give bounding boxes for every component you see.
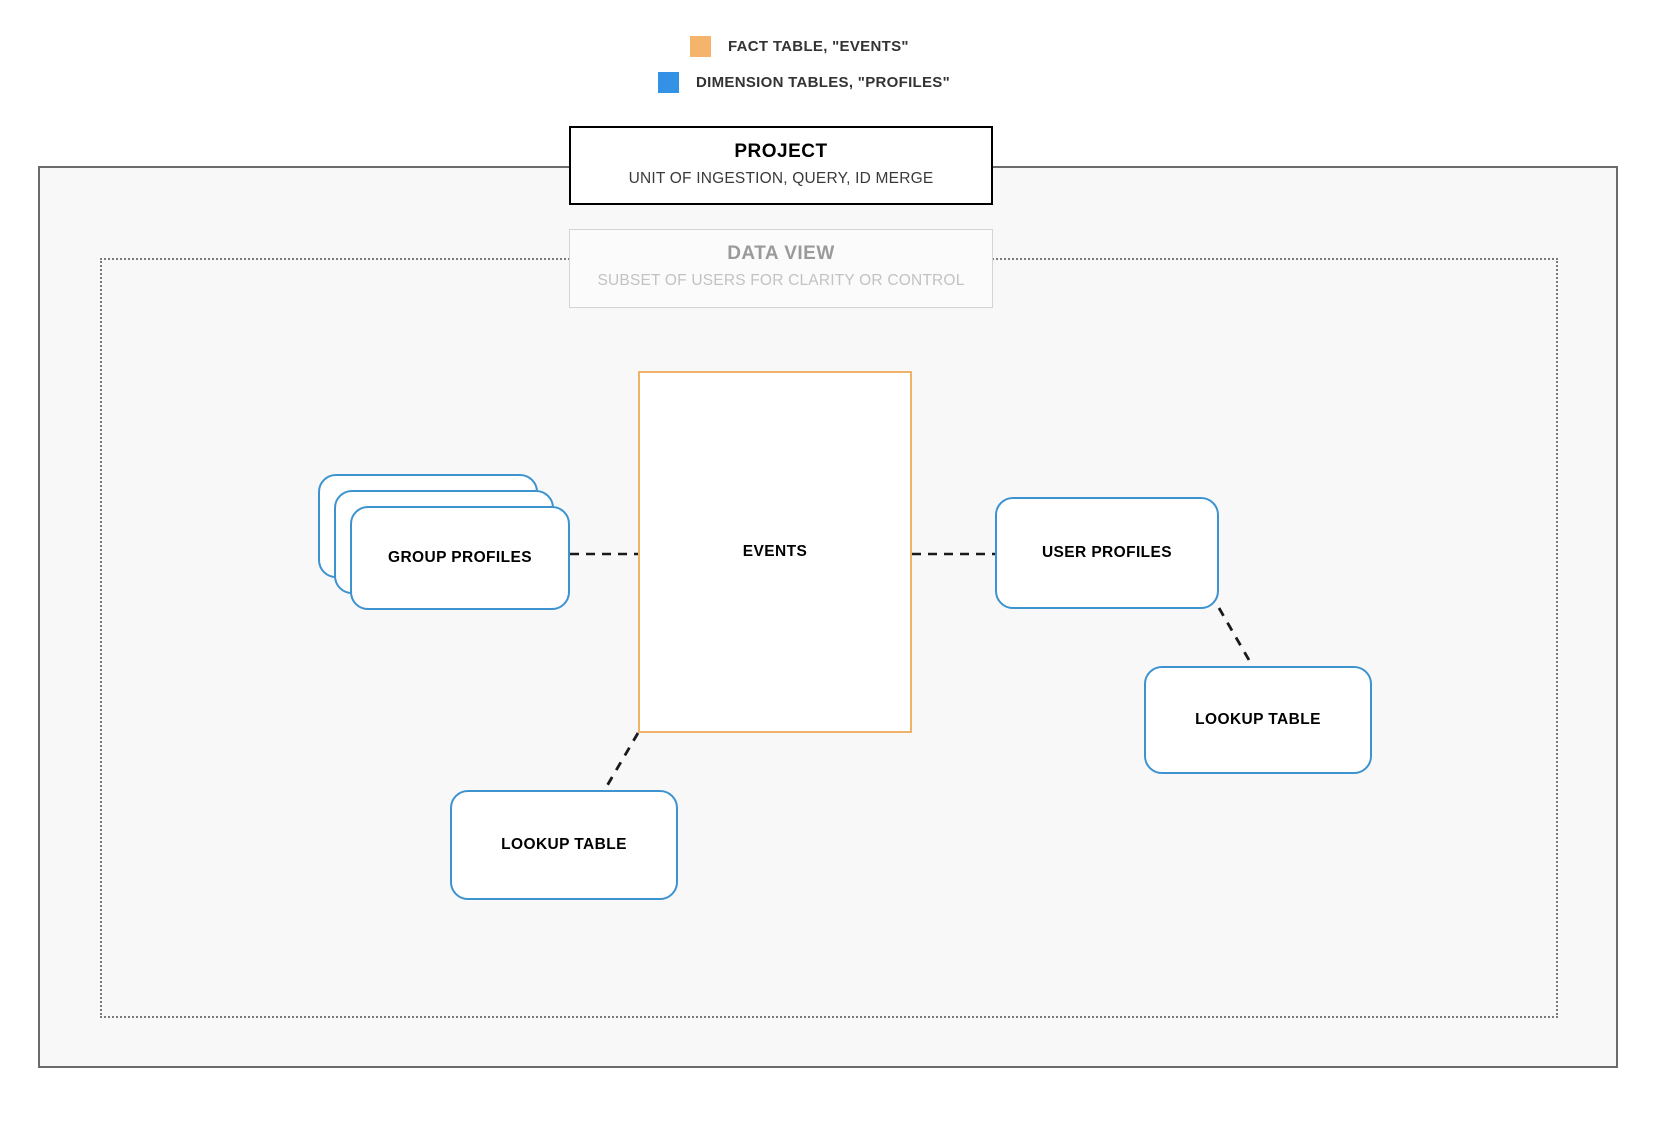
square-swatch-icon [690,36,711,57]
node-group-profiles-card-front[interactable]: GROUP PROFILES [350,506,570,610]
data-view-title: DATA VIEW [727,243,835,264]
node-user-profiles[interactable]: USER PROFILES [995,497,1219,609]
node-events[interactable]: EVENTS [638,371,912,733]
node-lookup-table-left[interactable]: LOOKUP TABLE [450,790,678,900]
node-lookup-table-right[interactable]: LOOKUP TABLE [1144,666,1372,774]
legend-item-fact-table-label: FACT TABLE, "EVENTS" [728,38,909,55]
legend-item-fact-table: FACT TABLE, "EVENTS" [690,36,909,57]
square-swatch-icon [658,72,679,93]
data-view-subtitle: SUBSET OF USERS FOR CLARITY OR CONTROL [597,272,965,289]
node-group-profiles-label: GROUP PROFILES [388,549,532,566]
project-title: PROJECT [734,141,828,162]
node-lookup-table-left-label: LOOKUP TABLE [501,836,627,853]
node-lookup-table-right-label: LOOKUP TABLE [1195,711,1321,728]
node-user-profiles-label: USER PROFILES [1041,544,1173,561]
project-subtitle: UNIT OF INGESTION, QUERY, ID MERGE [628,170,934,187]
node-group-profiles[interactable]: GROUP PROFILES [318,474,570,610]
data-view-header-box: DATA VIEW SUBSET OF USERS FOR CLARITY OR… [569,229,993,308]
legend-item-dimension-tables-label: DIMENSION TABLES, "PROFILES" [696,74,951,91]
project-header-box: PROJECT UNIT OF INGESTION, QUERY, ID MER… [569,126,993,205]
legend-item-dimension-tables: DIMENSION TABLES, "PROFILES" [658,72,950,93]
node-events-label: EVENTS [742,543,808,560]
